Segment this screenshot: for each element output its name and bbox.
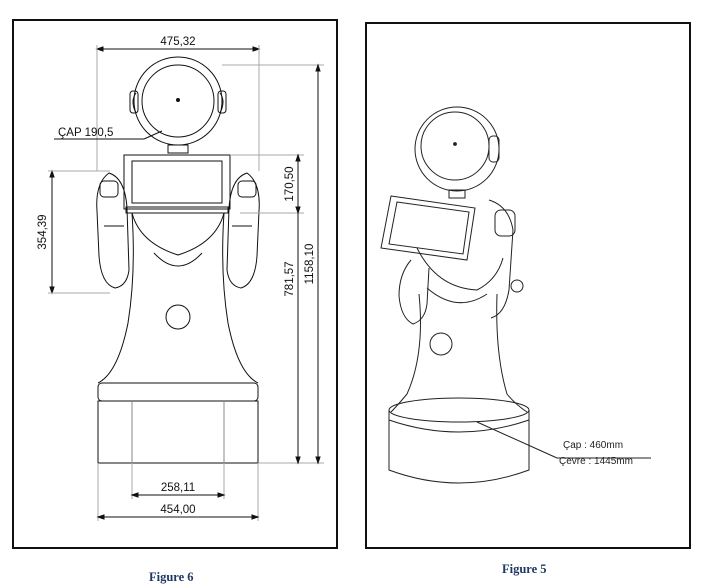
robot-screen-frame [123,154,231,210]
robot-speaker-outline [165,304,191,330]
figure-6-caption: Figure 6 [149,570,194,584]
robot-ears [132,92,224,114]
robot-camera-dot [176,98,180,102]
robot-front-view-drawing: 475,32 ÇAP 190,5 354,39 170,50 781,57 11… [37,36,324,521]
arrowhead [315,456,321,465]
robot-base-band [388,419,530,433]
robot-chest-outline [131,212,225,256]
robot-camera-dot [453,142,457,146]
robot-left-arm [96,172,130,289]
robot-collar [153,252,203,267]
base-circumference-label: Çevre : 1445mm [559,456,633,467]
robot-collar [426,287,488,304]
robot-base-lower [388,410,530,484]
dimension-label-body-height: 781,57 [284,261,296,296]
robot-base-top [97,382,259,402]
arrowhead [295,206,301,215]
robot-right-shoulder [494,209,516,237]
robot-body-outline [390,293,528,413]
head-diameter-leader-tip [143,130,163,140]
robot-left-arm [398,259,430,325]
dimension-label-side-height: 354,39 [37,214,49,249]
base-annotation-leader [476,421,558,459]
arrowhead [95,46,104,52]
arrowhead [295,153,301,162]
robot-base-top [388,397,530,423]
robot-neck [167,144,189,154]
dimension-label-inner-base-width: 258,11 [161,482,195,494]
dimension-label-top-width: 475,32 [160,36,195,48]
arrowhead [251,514,260,520]
robot-neck [448,189,466,199]
figure-5-caption: Figure 5 [502,562,547,576]
arrowhead [130,492,139,498]
robot-right-arm [488,199,514,319]
arrowhead [315,63,321,72]
robot-ear [488,135,500,163]
dimension-label-head-diameter: ÇAP 190,5 [58,127,113,139]
robot-base-lower [97,400,259,464]
robot-right-arm [226,172,260,289]
arrowhead [252,46,261,52]
robot-right-shoulder [237,180,257,198]
dimension-label-base-width: 454,00 [160,504,195,516]
robot-face-outline [141,64,215,138]
robot-perspective-drawing: Çap : 460mm Çevre : 1445mm [380,106,651,484]
robot-screen-base [125,206,229,214]
robot-chest-outline [416,247,504,291]
robot-face-outline [420,111,490,181]
arrowhead [96,514,105,520]
robot-body-outline [97,212,259,384]
robot-head-outline [414,106,500,192]
arrowhead [49,169,55,178]
robot-screen-display [131,160,223,204]
figure-6-panel: 475,32 ÇAP 190,5 354,39 170,50 781,57 11… [12,19,338,549]
robot-speaker-outline [429,332,453,356]
robot-right-ear [217,90,227,114]
robot-arm-joint [510,279,524,293]
arrowhead [217,492,226,498]
robot-screen-display [388,201,470,255]
arrowhead [295,456,301,465]
robot-left-ear [129,90,139,114]
dimension-label-head-height: 170,50 [284,166,296,201]
base-diameter-label: Çap : 460mm [563,440,623,451]
robot-screen-frame [380,195,476,261]
robot-left-shoulder [99,180,119,198]
dimension-label-total-height: 1158,10 [304,244,316,285]
figure-5-panel: Çap : 460mm Çevre : 1445mm [365,22,691,549]
arrowhead [49,286,55,295]
